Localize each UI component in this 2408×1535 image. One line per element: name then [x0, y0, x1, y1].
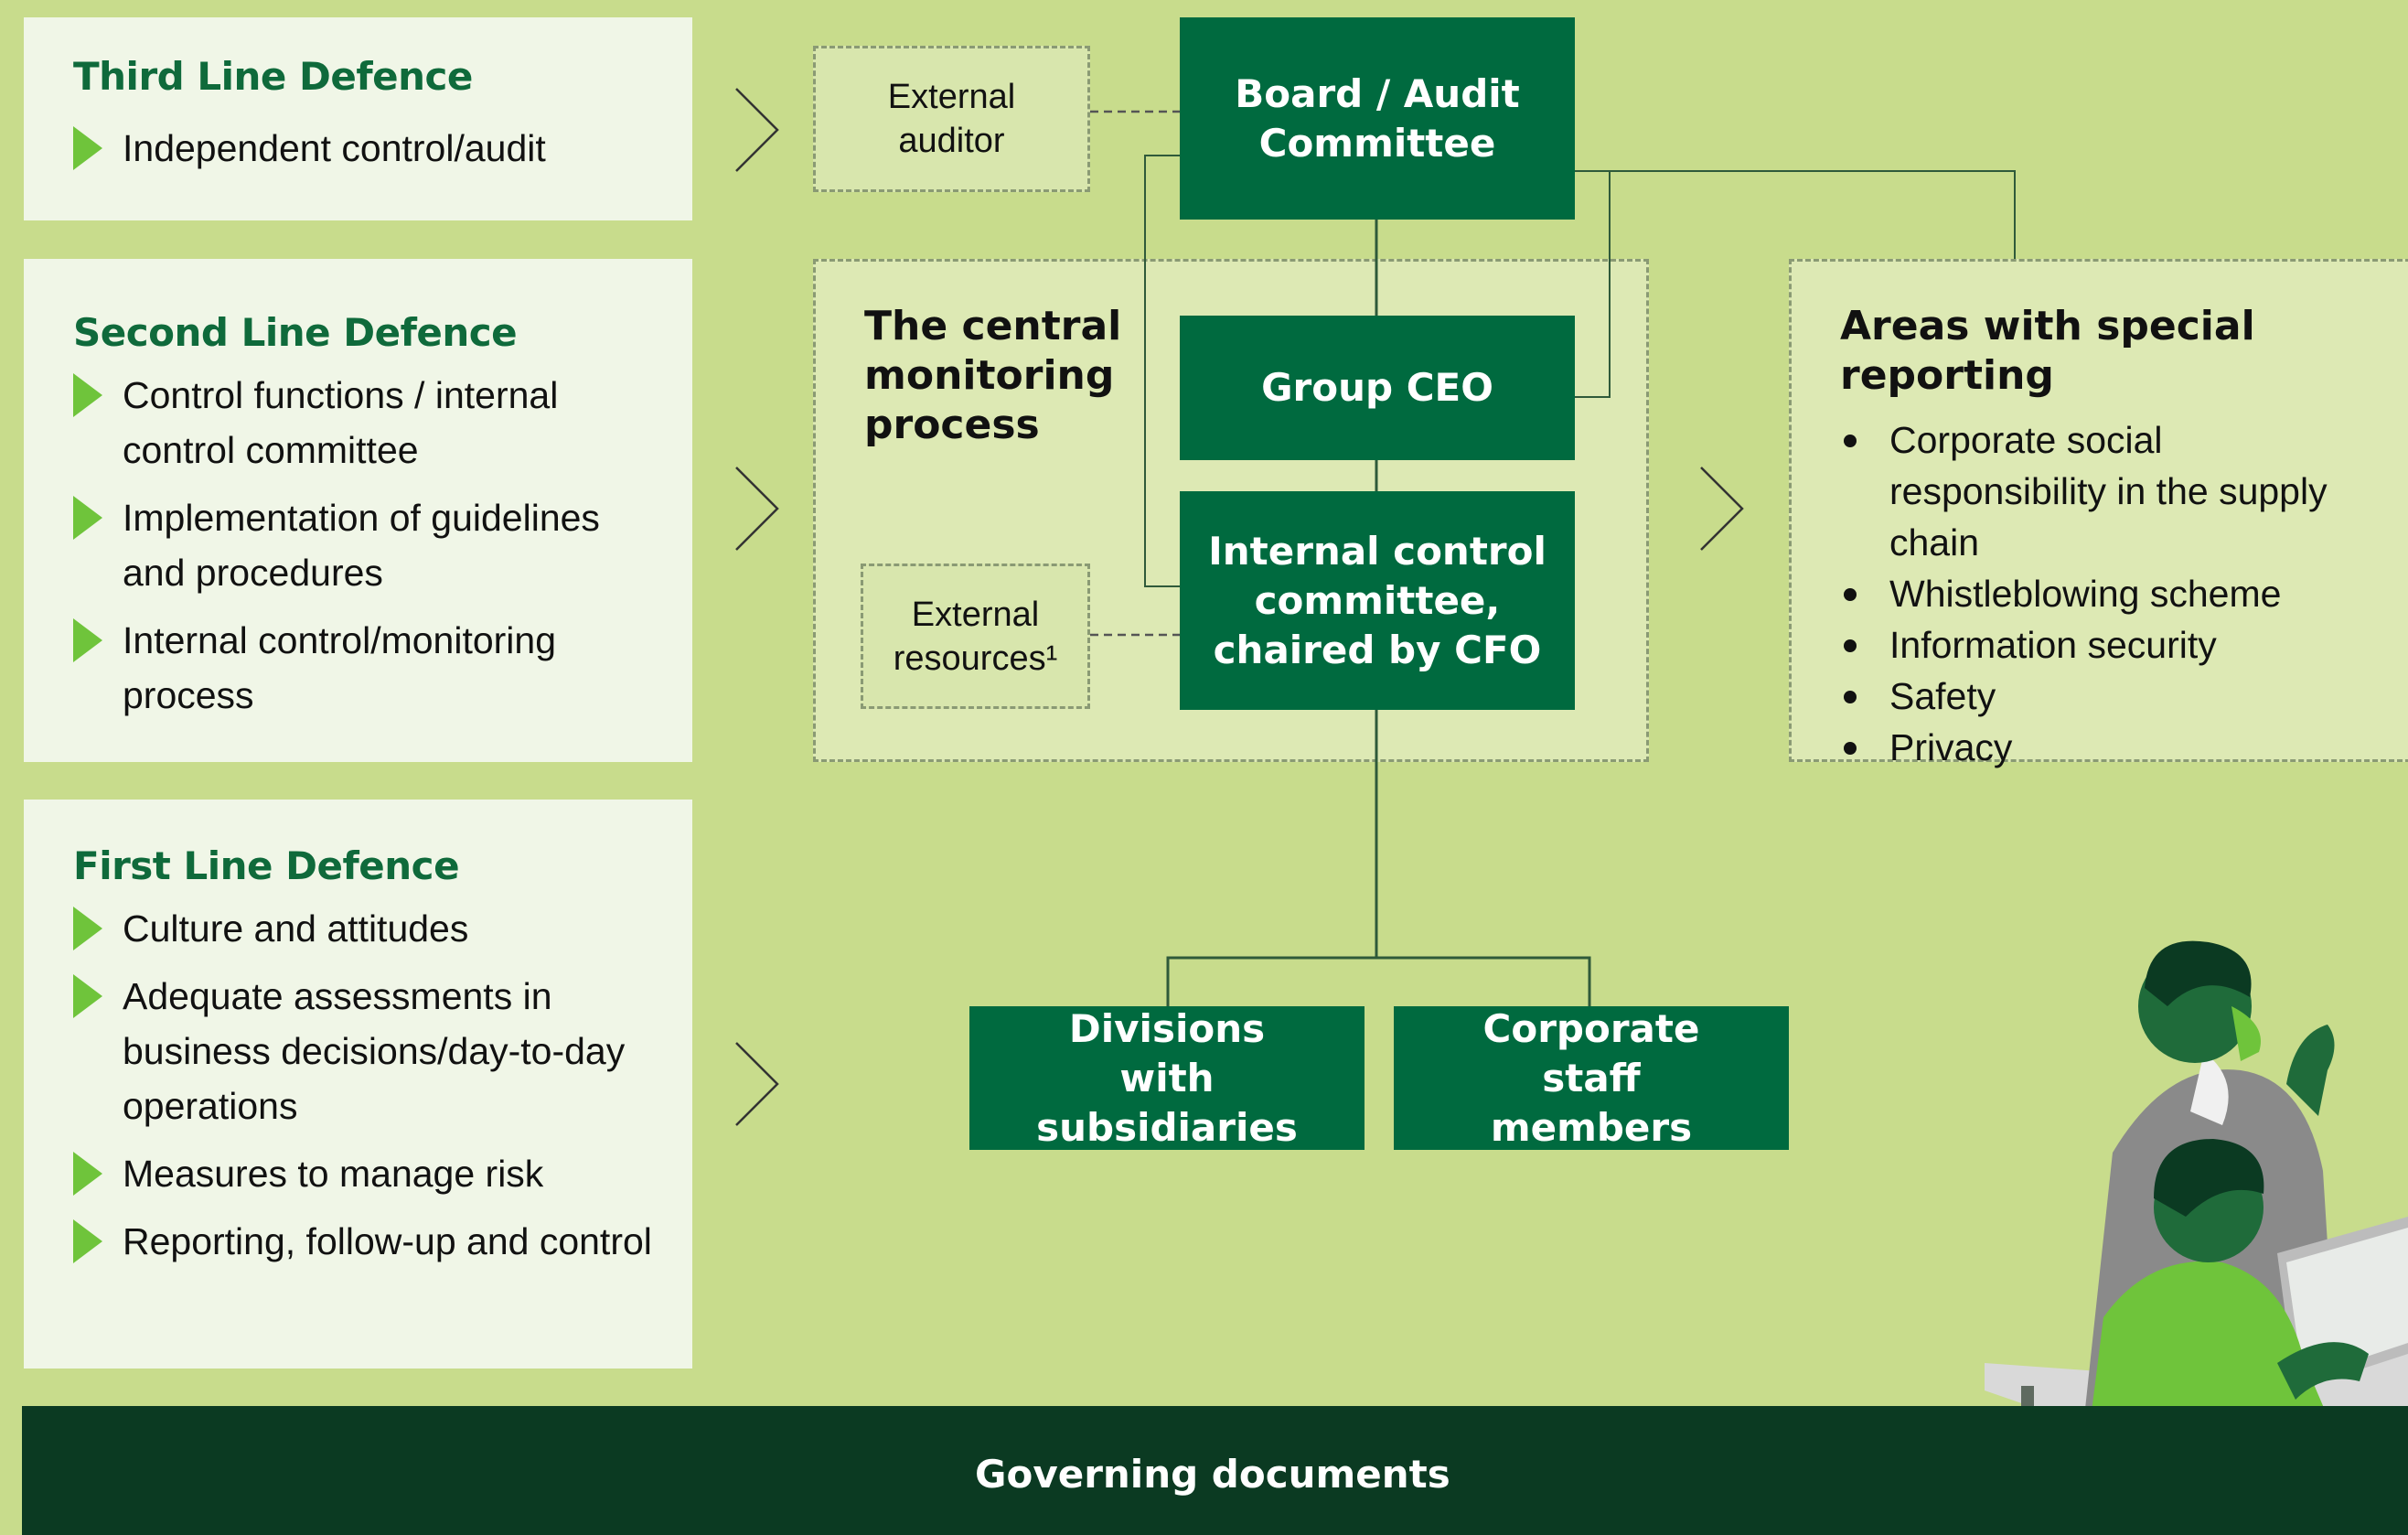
list-item: Corporate social responsibility in the s…: [1840, 414, 2389, 568]
triangle-bullet-icon: [73, 974, 102, 1018]
board-audit-committee-box: Board / Audit Committee: [1180, 17, 1575, 220]
list-item: Privacy: [1840, 722, 2389, 773]
chevron-right-icon: [735, 1042, 779, 1126]
governing-documents-label: Governing documents: [975, 1452, 1450, 1497]
third-line-list: Independent control/audit: [73, 121, 665, 176]
internal-control-committee-box: Internal control committee, chaired by C…: [1180, 491, 1575, 710]
third-line-panel: Third Line Defence Independent control/a…: [24, 17, 692, 220]
triangle-bullet-icon: [73, 907, 102, 950]
third-line-title: Third Line Defence: [73, 54, 473, 99]
second-line-panel: Second Line Defence Control functions / …: [24, 259, 692, 762]
first-line-panel: First Line Defence Culture and attitudes…: [24, 800, 692, 1369]
first-line-list: Culture and attitudes Adequate assessmen…: [73, 901, 665, 1269]
list-item: Information security: [1840, 619, 2389, 671]
triangle-bullet-icon: [73, 373, 102, 417]
second-line-list: Control functions / internal control com…: [73, 368, 665, 723]
bullet-dot-icon: [1844, 639, 1857, 652]
triangle-bullet-icon: [73, 1219, 102, 1263]
external-auditor-label: External auditor: [887, 78, 1016, 160]
list-item: Control functions / internal control com…: [73, 368, 665, 478]
list-item: Adequate assessments in business decisio…: [73, 969, 665, 1133]
triangle-bullet-icon: [73, 1152, 102, 1196]
governing-documents-bar: Governing documents: [22, 1406, 2408, 1535]
external-resources-label: External resources¹: [893, 595, 1058, 678]
bullet-dot-icon: [1844, 742, 1857, 755]
special-reporting-title: Areas with special reporting: [1840, 303, 2255, 399]
bullet-dot-icon: [1844, 691, 1857, 703]
bullet-dot-icon: [1844, 435, 1857, 447]
second-line-title: Second Line Defence: [73, 310, 518, 355]
list-item: Safety: [1840, 671, 2389, 722]
bullet-dot-icon: [1844, 588, 1857, 601]
triangle-bullet-icon: [73, 618, 102, 662]
chevron-right-icon: [735, 467, 779, 551]
central-process-title: The central monitoring process: [864, 303, 1122, 448]
list-item: Independent control/audit: [73, 121, 665, 176]
divisions-box: Divisions with subsidiaries: [969, 1006, 1365, 1150]
external-auditor-box: External auditor: [813, 46, 1090, 192]
list-item: Implementation of guidelines and procedu…: [73, 490, 665, 600]
triangle-bullet-icon: [73, 126, 102, 170]
triangle-bullet-icon: [73, 496, 102, 540]
chevron-right-icon: [735, 88, 779, 172]
first-line-title: First Line Defence: [73, 843, 460, 888]
list-item: Culture and attitudes: [73, 901, 665, 956]
external-resources-box: External resources¹: [861, 564, 1090, 709]
corporate-staff-box: Corporate staff members: [1394, 1006, 1789, 1150]
special-reporting-list: Corporate social responsibility in the s…: [1840, 414, 2389, 773]
list-item: Reporting, follow-up and control: [73, 1214, 665, 1269]
group-ceo-box: Group CEO: [1180, 316, 1575, 460]
list-item: Whistleblowing scheme: [1840, 568, 2389, 619]
chevron-right-icon: [1700, 467, 1744, 551]
list-item: Internal control/monitoring process: [73, 613, 665, 723]
list-item: Measures to manage risk: [73, 1146, 665, 1201]
special-reporting-area: [1789, 259, 2408, 762]
